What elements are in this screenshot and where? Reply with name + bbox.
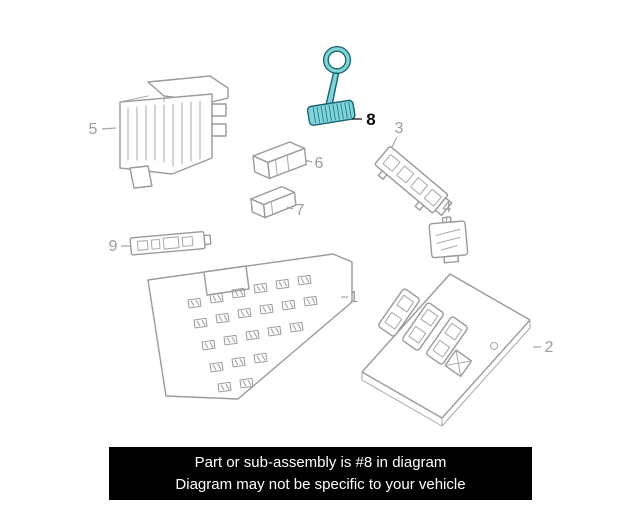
part-1-drawing bbox=[147, 253, 353, 400]
callout-9: 9 bbox=[109, 238, 118, 255]
callout-2: 2 bbox=[545, 339, 554, 356]
callout-5: 5 bbox=[89, 121, 98, 138]
part-5-drawing bbox=[119, 75, 229, 189]
info-banner: Part or sub-assembly is #8 in diagram Di… bbox=[109, 447, 532, 500]
callout-1: 1 bbox=[350, 289, 359, 306]
part-3-drawing bbox=[374, 146, 453, 217]
part-2-drawing bbox=[361, 273, 531, 427]
banner-line2: Diagram may not be specific to your vehi… bbox=[175, 475, 466, 493]
leader-lines bbox=[101, 118, 541, 348]
part-7-drawing bbox=[250, 185, 297, 219]
part-4-drawing bbox=[428, 216, 469, 264]
callout-8-highlighted: 8 bbox=[366, 110, 375, 129]
part-9-drawing bbox=[129, 231, 212, 256]
part-8-drawing-highlighted bbox=[306, 45, 356, 126]
callout-4: 4 bbox=[443, 199, 452, 216]
banner-line1: Part or sub-assembly is #8 in diagram bbox=[194, 453, 447, 471]
callout-7: 7 bbox=[296, 202, 305, 219]
callout-3: 3 bbox=[395, 120, 404, 137]
callout-6: 6 bbox=[315, 155, 324, 172]
part-6-drawing bbox=[252, 141, 307, 180]
